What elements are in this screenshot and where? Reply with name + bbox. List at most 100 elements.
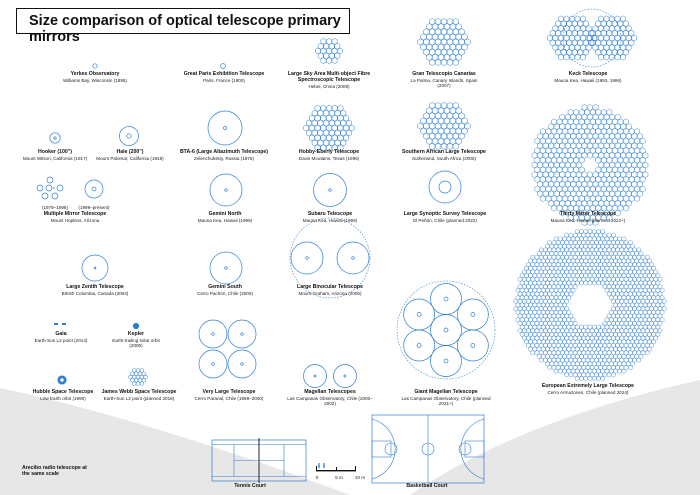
magellan-hole-1 bbox=[313, 374, 317, 378]
label-name: Magellan Telescopes bbox=[304, 389, 356, 395]
lbt-hole-2 bbox=[351, 256, 355, 260]
arecibo-arc-right bbox=[410, 380, 700, 495]
label-name: Large Sky Area Multi-object Fibre Spectr… bbox=[287, 71, 371, 83]
salt-mirror bbox=[417, 102, 471, 150]
basketball-three-right bbox=[460, 418, 485, 480]
page-title: Size comparison of optical telescope pri… bbox=[29, 13, 341, 45]
lamost-mirror bbox=[315, 38, 343, 64]
label-name: Large Binocular Telescope bbox=[297, 284, 363, 290]
label-sub: Mount Hopkins, Arizona bbox=[50, 217, 100, 223]
scale-tick-label: 0 bbox=[315, 475, 319, 480]
subaru-hole bbox=[328, 188, 332, 192]
gaia-mirror-2 bbox=[62, 323, 66, 325]
mmt-era-label: (1999–present) bbox=[78, 205, 110, 210]
label-name: Southern African Large Telescope bbox=[402, 149, 486, 155]
mmt-old-1 bbox=[36, 184, 44, 192]
label-hale: Hale (200")Mount Palomar, California (19… bbox=[92, 149, 168, 161]
scale-tick-label: 10 m bbox=[354, 475, 366, 480]
magellan-hole-2 bbox=[343, 374, 347, 378]
vlt-hole-3 bbox=[211, 362, 215, 366]
label-name: Gran Telescopio Canarias bbox=[412, 71, 476, 77]
mmt-old-6 bbox=[46, 176, 54, 184]
gaia-mirror-1 bbox=[54, 323, 58, 325]
mmt-old-3 bbox=[56, 184, 64, 192]
het-mirror bbox=[303, 104, 355, 152]
gemini-n-hole bbox=[224, 188, 228, 192]
scale-tick bbox=[336, 467, 337, 471]
label-sub: Earth-Sun L2 point (2014) bbox=[34, 337, 88, 343]
label-name: Subaru Telescope bbox=[307, 211, 353, 217]
label-arecibo: Arecibo radio telescope at the same scal… bbox=[22, 465, 92, 478]
jwst-mirror bbox=[128, 368, 148, 386]
label-hooker: Hooker (100")Mount Wilson, California (1… bbox=[20, 149, 90, 161]
scale-tick bbox=[355, 466, 356, 471]
person-icon bbox=[318, 463, 320, 465]
mmt-old-center bbox=[53, 187, 55, 189]
label-sub: Mount Graham, Arizona (2005) bbox=[298, 290, 362, 296]
label-sub: Earth-Sun L2 point (planned 2018) bbox=[103, 395, 175, 401]
person-icon-body bbox=[318, 465, 320, 468]
basketball-three-left bbox=[371, 418, 396, 480]
label-name: Gemini South bbox=[208, 284, 242, 290]
scale-0: 0 bbox=[312, 475, 322, 480]
gmt-hole-outer bbox=[470, 343, 476, 348]
arecibo-arc-left bbox=[0, 388, 350, 495]
vlt-hole-4 bbox=[240, 362, 244, 366]
lbt-mirror-1 bbox=[290, 241, 324, 275]
lbt-outline bbox=[289, 217, 371, 299]
magellan-mirror-2 bbox=[333, 364, 357, 388]
hale-hole bbox=[126, 133, 132, 139]
label-sub: El Peñón, Chile (planned 2022) bbox=[413, 217, 477, 223]
mmt-old-2 bbox=[45, 184, 53, 192]
gmt-mirror-center bbox=[430, 314, 462, 346]
hubble-hole bbox=[60, 378, 64, 382]
gmt-mirror-outer bbox=[403, 329, 436, 362]
mirror-segment bbox=[587, 15, 637, 61]
mmt-era-right: (1999–present) bbox=[76, 205, 112, 210]
tennis-court-label: Tennis Court bbox=[234, 483, 266, 489]
label-sub: Paris, France (1900) bbox=[203, 77, 245, 83]
title-box: Size comparison of optical telescope pri… bbox=[16, 8, 350, 45]
label-name: Giant Magellan Telescope bbox=[414, 389, 478, 395]
gemini-s-hole bbox=[224, 266, 228, 270]
basketball-center-circle bbox=[421, 442, 435, 456]
label-name: Multiple Mirror Telescope bbox=[43, 211, 107, 217]
gmt-hole-outer bbox=[416, 312, 422, 317]
mmt-old-4 bbox=[41, 192, 49, 200]
label-sub: Sutherland, South Africa (2005) bbox=[411, 155, 477, 161]
label-sub: Mount Palomar, California (1948) bbox=[96, 155, 164, 161]
gtc-mirror bbox=[417, 18, 471, 66]
mmt-new-mirror bbox=[84, 179, 104, 199]
label-lamost: Large Sky Area Multi-object Fibre Spectr… bbox=[286, 71, 372, 89]
scale-10: 10 m bbox=[352, 475, 368, 480]
hooker-hole bbox=[53, 136, 57, 140]
gmt-hole-outer bbox=[470, 312, 476, 317]
label-sub: Mauna Kea, Hawaii (planned 2022+) bbox=[550, 217, 626, 223]
label-sub: Cerro Paranal, Chile (1998–2000) bbox=[194, 395, 264, 401]
label-sub: Hebei, China (2009) bbox=[308, 83, 350, 89]
basketball-key-left bbox=[371, 440, 392, 458]
gmt-mirror-outer bbox=[456, 298, 489, 331]
mirror-segment bbox=[547, 15, 597, 61]
label-sub: La Palma, Canary Islands, Spain (2007) bbox=[410, 77, 478, 88]
label-name: European Extremely Large Telescope bbox=[541, 383, 635, 389]
mmt-era-label: (1979–1998) bbox=[41, 205, 69, 210]
label-sub: Low Earth orbit (1990) bbox=[40, 395, 86, 401]
label-sub: Cerro Armazones, Chile (planned 2024) bbox=[547, 389, 629, 395]
label-name: Kepler bbox=[127, 331, 145, 337]
basketball-key-right bbox=[464, 440, 485, 458]
label-tennis: Tennis Court bbox=[220, 483, 280, 490]
gmt-hole-center bbox=[443, 327, 449, 333]
paris-mirror bbox=[220, 63, 226, 69]
lzt-hole bbox=[93, 266, 97, 270]
lzt-mirror bbox=[81, 254, 109, 282]
